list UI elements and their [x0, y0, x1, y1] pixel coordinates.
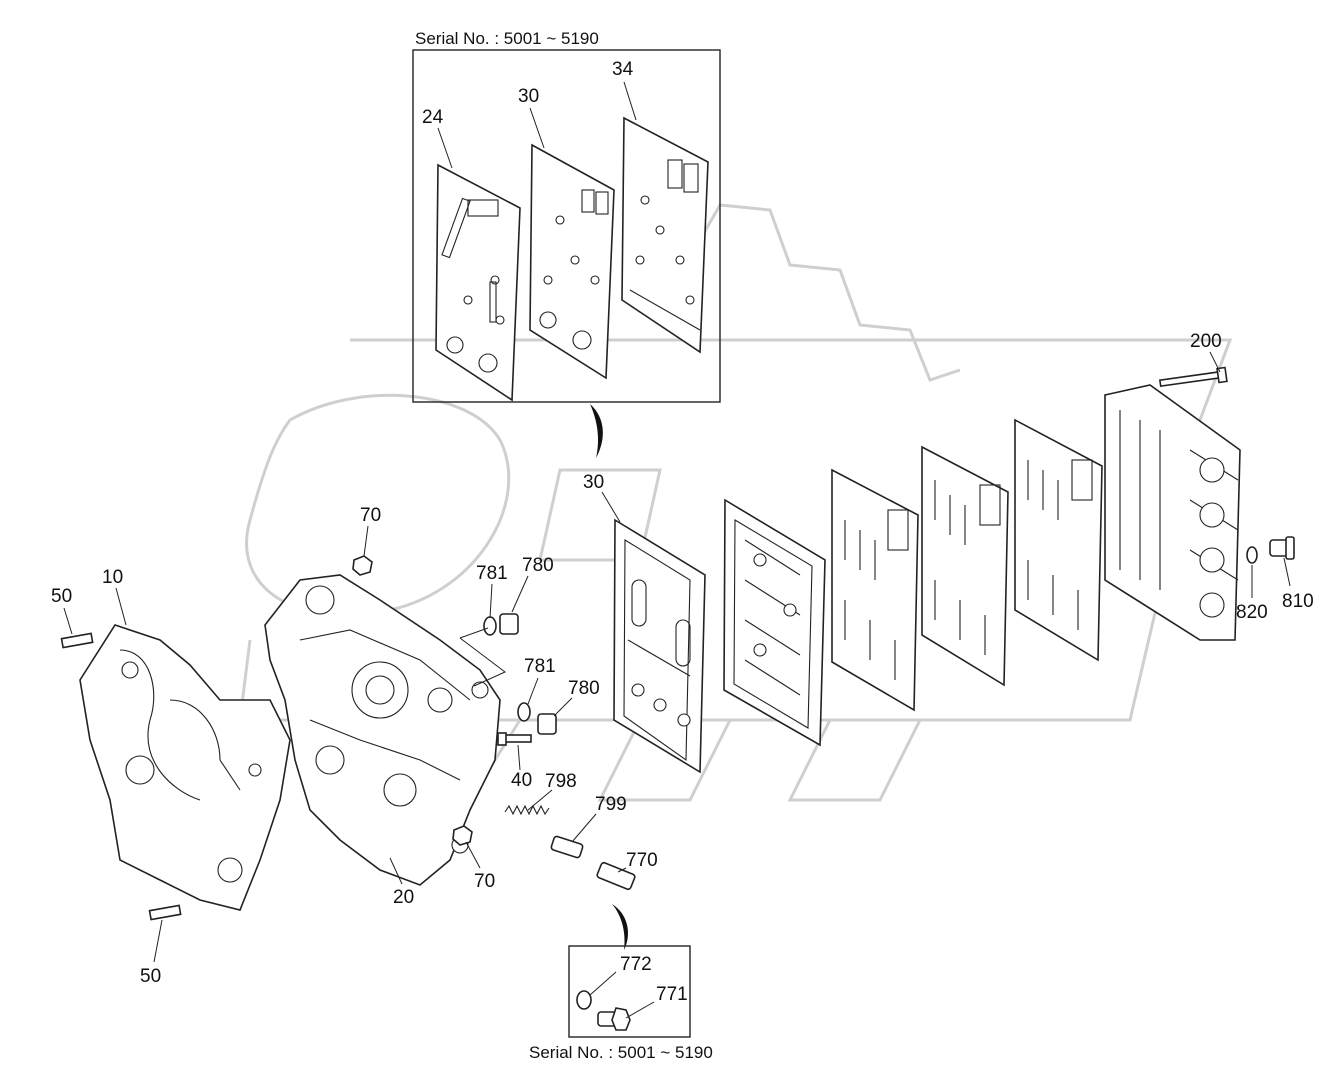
label-781-lower: 781 [524, 656, 556, 677]
serial-number-bottom: Serial No. : 5001 ~ 5190 [529, 1043, 713, 1062]
label-820: 820 [1236, 602, 1268, 623]
label-780-lower: 780 [568, 678, 600, 699]
label-40: 40 [511, 770, 532, 791]
label-24: 24 [422, 107, 444, 128]
label-34: 34 [612, 59, 634, 80]
callout-arrow-top [590, 404, 603, 458]
stud-50-top [60, 632, 94, 649]
plate-30 [613, 518, 706, 774]
nut-70-bottom [452, 825, 473, 846]
spring-798 [504, 804, 550, 816]
label-200: 200 [1190, 331, 1222, 352]
label-770: 770 [626, 850, 658, 871]
label-780-upper: 780 [522, 555, 554, 576]
label-30-inset: 30 [518, 86, 539, 107]
plate-30-inset [529, 143, 615, 380]
housing-20 [264, 574, 501, 886]
label-772: 772 [620, 954, 652, 975]
label-798: 798 [545, 771, 577, 792]
plug-810 [1269, 536, 1295, 560]
piston-799 [550, 835, 584, 859]
label-10: 10 [102, 567, 123, 588]
separator-plate-2 [921, 445, 1009, 687]
plate-24 [435, 163, 521, 402]
label-771: 771 [656, 984, 688, 1005]
serial-number-top: Serial No. : 5001 ~ 5190 [415, 29, 599, 48]
label-50-top: 50 [51, 586, 72, 607]
label-781-upper: 781 [476, 563, 508, 584]
stud-50-bottom [148, 904, 182, 921]
nut-70-top [352, 555, 373, 576]
plug-771 [597, 1007, 631, 1031]
gasket-10 [79, 624, 291, 911]
plate-34 [621, 116, 709, 354]
o-ring-772 [576, 990, 592, 1010]
label-810: 810 [1282, 591, 1314, 612]
bolt-40 [497, 732, 532, 746]
o-ring-781-upper [483, 616, 497, 636]
label-799: 799 [595, 794, 627, 815]
callout-arrow-bottom [612, 904, 628, 950]
washer-820 [1246, 546, 1258, 564]
separator-plate-3 [1014, 418, 1103, 662]
plug-780-upper [499, 613, 519, 635]
o-ring-781-lower [517, 702, 531, 722]
label-20: 20 [393, 887, 414, 908]
separator-plate-1 [831, 468, 919, 712]
bolt-200 [1158, 366, 1228, 388]
top-inset: Serial No. : 5001 ~ 5190 [412, 29, 721, 403]
label-30: 30 [583, 472, 604, 493]
plug-780-lower [537, 713, 557, 735]
valve-plate [723, 498, 826, 747]
label-70-bottom: 70 [474, 871, 495, 892]
valve-770 [596, 861, 636, 891]
bottom-inset: 772 771 Serial No. : 5001 ~ 5190 [529, 945, 713, 1062]
label-70-top: 70 [360, 505, 381, 526]
label-50-bottom: 50 [140, 966, 161, 987]
upper-valve-body [1104, 384, 1241, 641]
